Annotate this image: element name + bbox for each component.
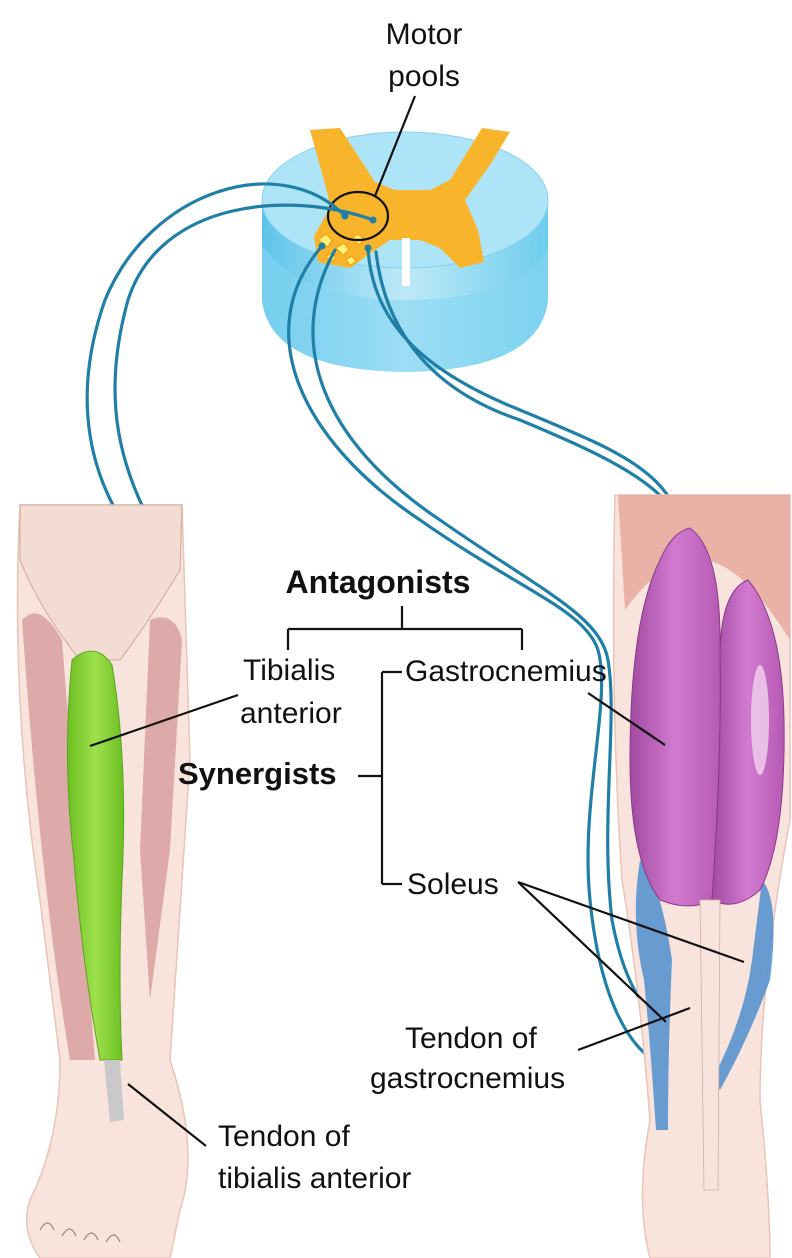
tendon-tibialis-label-line2: tibialis anterior (218, 1162, 411, 1195)
tibialis-label-line2: anterior (240, 697, 342, 730)
synergists-label: Synergists (178, 756, 337, 791)
gastrocnemius-label-text: Gastrocnemius (405, 655, 607, 688)
antagonists-group: Antagonists (286, 564, 522, 650)
central-fissure (402, 238, 410, 286)
antagonists-label: Antagonists (286, 564, 471, 600)
soleus-label-text: Soleus (407, 868, 499, 901)
antagonists-bracket (288, 606, 522, 650)
synergists-bracket (358, 672, 402, 884)
left-leg (18, 505, 191, 1258)
tendon-gastroc-label-line1: Tendon of (405, 1022, 537, 1055)
tendon-gastroc-label-line2: gastrocnemius (370, 1062, 565, 1095)
achilles-tendon (700, 900, 720, 1190)
motor-pools-label-line2: pools (388, 60, 460, 93)
tendon-tibialis-label-line1: Tendon of (218, 1120, 350, 1153)
tibialis-label-line1: Tibialis (243, 654, 335, 687)
motor-pools-label-line1: Motor (386, 18, 463, 51)
right-leg (614, 495, 790, 1258)
gastrocnemius-highlight (751, 665, 769, 775)
